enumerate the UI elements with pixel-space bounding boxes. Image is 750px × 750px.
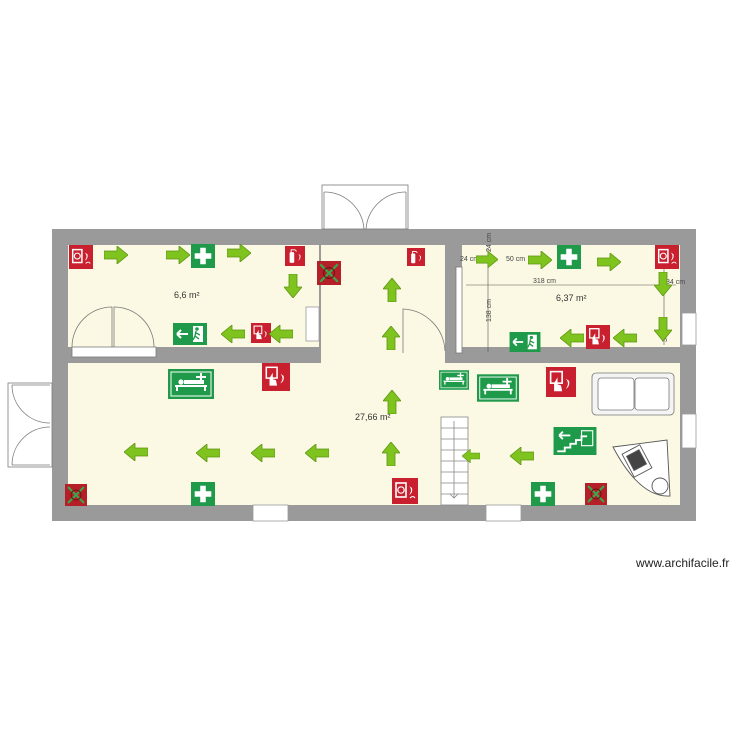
emergency-exit-sign bbox=[173, 323, 207, 345]
first-aid-sign bbox=[191, 244, 215, 268]
floors bbox=[68, 245, 680, 505]
exit-stairs-sign bbox=[553, 427, 597, 455]
doors bbox=[7, 184, 463, 468]
staircase bbox=[440, 416, 469, 506]
fire-alarm-call-point-sign bbox=[544, 367, 578, 397]
fire-hose-reel-sign bbox=[69, 245, 93, 269]
sofa bbox=[591, 372, 675, 416]
fire-alarm-call-point-sign bbox=[586, 324, 610, 350]
first-aid-sign bbox=[531, 482, 555, 506]
stretcher-sign bbox=[168, 367, 214, 401]
corner-desk bbox=[612, 439, 671, 497]
dim-label-2: 50 cm bbox=[506, 256, 525, 263]
fire-extinguisher-sign bbox=[407, 247, 425, 267]
windows bbox=[252, 306, 697, 522]
prohibited-sign bbox=[317, 261, 341, 285]
dim-label-3: 318 cm bbox=[533, 278, 556, 285]
fire-alarm-call-point-sign bbox=[251, 323, 271, 343]
fire-extinguisher-sign bbox=[285, 245, 305, 267]
first-aid-sign bbox=[191, 482, 215, 506]
stretcher-sign bbox=[477, 372, 519, 404]
room-area-label: 6,6 m² bbox=[174, 290, 200, 300]
emergency-exit-sign bbox=[509, 332, 541, 352]
fire-hose-reel-sign bbox=[655, 245, 679, 269]
stretcher-sign bbox=[439, 369, 469, 391]
dim-label-6: 34 cm bbox=[666, 279, 685, 286]
prohibited-sign bbox=[65, 484, 87, 506]
fire-alarm-call-point-sign bbox=[260, 363, 292, 391]
prohibited-sign bbox=[585, 483, 607, 505]
dim-label-5: 24 cm bbox=[486, 233, 493, 252]
room-area-label: 6,37 m² bbox=[556, 293, 587, 303]
dim-label-1: 24 cm bbox=[460, 256, 479, 263]
room-area-label: 27,66 m² bbox=[355, 412, 391, 422]
dim-label-4: 138 cm bbox=[486, 299, 493, 322]
watermark[interactable]: www.archifacile.fr bbox=[636, 556, 730, 570]
first-aid-sign bbox=[557, 245, 581, 269]
fire-hose-reel-sign bbox=[390, 478, 420, 504]
